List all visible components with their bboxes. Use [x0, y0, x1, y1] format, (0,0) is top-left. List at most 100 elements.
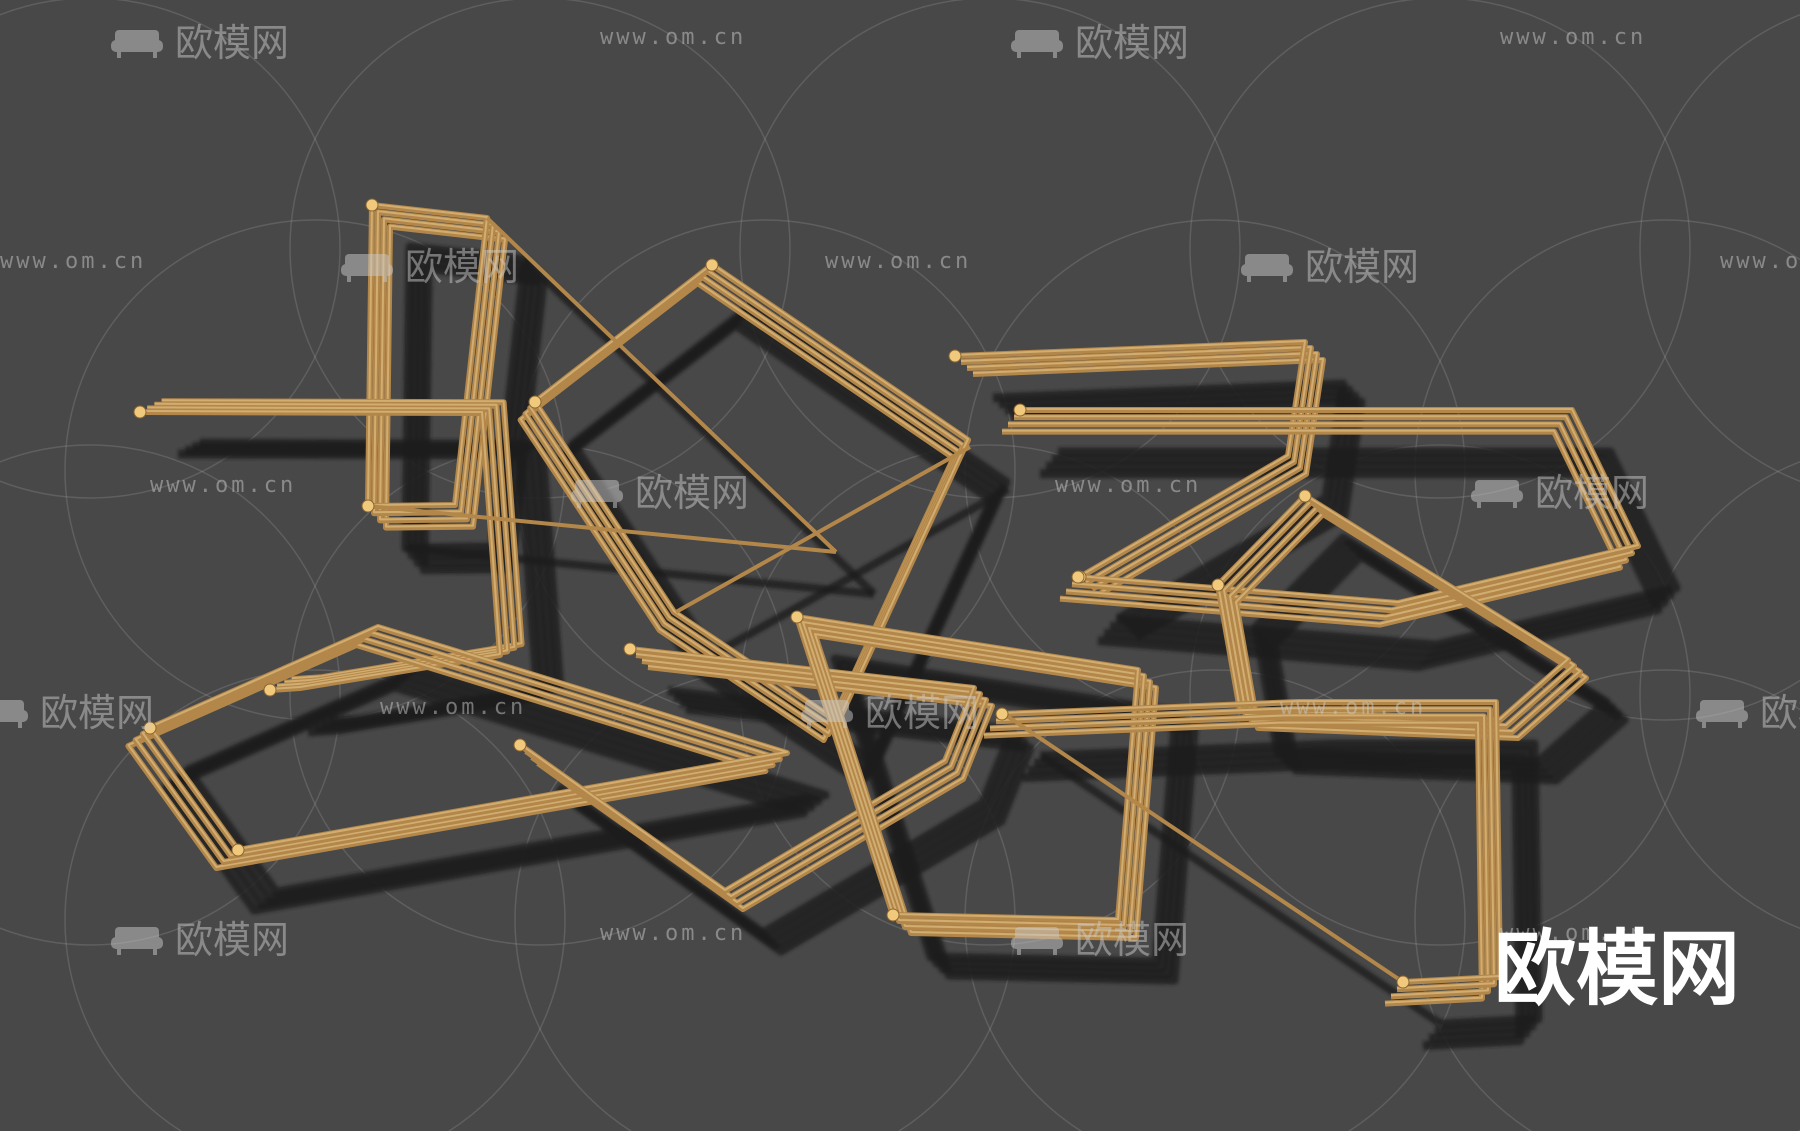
brass-rod [367, 504, 837, 554]
rod-highlight [379, 217, 500, 521]
watermark-url: www.om.cn [600, 25, 746, 50]
rod-end-cap [995, 707, 1009, 721]
rod-end-cap [1071, 570, 1085, 584]
rod-shadow [1039, 739, 1543, 1029]
sofa-icon [1696, 700, 1748, 728]
rod-highlight [1014, 415, 1633, 611]
rod-highlight [989, 714, 1489, 997]
watermark-brand: 欧模网 [1535, 471, 1649, 515]
watermark-brand: 欧模网 [1305, 245, 1419, 289]
rod-highlight [954, 340, 1306, 577]
rod-highlight [1002, 429, 1621, 625]
watermark-url: www.om.cn [1720, 249, 1800, 274]
rod-shadow [1058, 447, 1681, 650]
rod-end-cap [1013, 403, 1027, 417]
watermark-url: www.om.cn [825, 249, 971, 274]
watermark-brand: 欧模网 [175, 21, 289, 65]
rod-shadow [1027, 753, 1531, 1043]
rod-end-cap [623, 642, 637, 656]
rod-shadow [998, 385, 1354, 629]
sofa-icon [1011, 30, 1063, 58]
rod-end-caps [133, 198, 1410, 989]
watermark-circle [1189, 444, 1691, 946]
rod-end-cap [513, 738, 527, 752]
rod-highlight [1008, 422, 1627, 618]
rod-highlight [808, 627, 1151, 932]
rod-highlight [519, 647, 975, 891]
rod-shadow [1021, 761, 1525, 1051]
rod-end-cap [1396, 975, 1410, 989]
rod-shadow [522, 257, 877, 597]
rod-highlight [385, 224, 506, 528]
rod-highlight [802, 621, 1145, 926]
watermark-circle [1639, 460, 1800, 930]
watermark-url: www.om.cn [1055, 473, 1201, 498]
watermark-url: www.om.cn [0, 249, 146, 274]
sofa-icon [341, 254, 393, 282]
sofa-icon [111, 927, 163, 955]
watermark-url: www.om.cn [1500, 25, 1646, 50]
rod-shadow [1052, 454, 1675, 657]
watermark-brand: 欧模网 [175, 918, 289, 962]
rod-highlight [960, 346, 1312, 583]
rod-shadow [1269, 551, 1629, 785]
watermark-brand: 欧模网 [1760, 691, 1800, 735]
brass-rod [675, 445, 971, 614]
rod-shadow [1046, 461, 1669, 664]
rod-highlight [1001, 700, 1501, 982]
rod-end-cap [1211, 578, 1225, 592]
watermark-brand: 欧模网 [635, 471, 749, 515]
watermark-circle [0, 0, 341, 499]
watermark-circle [1639, 13, 1800, 483]
brass-rod [485, 216, 838, 554]
watermark-brand: 欧模网 [40, 691, 154, 735]
rod-highlight [983, 721, 1483, 1004]
rod-end-cap [365, 198, 379, 212]
sofa-icon [571, 480, 623, 508]
rod-shadow [712, 485, 1010, 658]
sofa-icon [1011, 927, 1063, 955]
rod-end-cap [528, 395, 542, 409]
watermark-brand: 欧模网 [865, 691, 979, 735]
watermark-circle [1189, 0, 1691, 499]
watermark-brand: 欧模网 [1075, 21, 1189, 65]
watermark-url: www.om.cn [1500, 921, 1646, 946]
rod-end-cap [1298, 489, 1312, 503]
rod-end-cap [705, 258, 719, 272]
rod-end-cap [231, 843, 245, 857]
sofa-icon [111, 30, 163, 58]
rod-highlight [161, 399, 523, 680]
rod-highlight [1020, 408, 1639, 603]
watermark-circle [1414, 669, 1800, 1131]
rod-highlight [149, 625, 788, 850]
rod-end-cap [133, 405, 147, 419]
watermark-layer: 欧模网欧模网欧模网欧模网欧模网欧模网欧模网欧模网欧模网欧模网欧模网www.om.… [0, 21, 1800, 962]
watermark-brand: 欧模网 [405, 245, 519, 289]
rod-highlight [147, 406, 509, 687]
rod-highlight [154, 402, 516, 683]
rod-end-cap [361, 499, 375, 513]
watermark-circle [0, 444, 341, 946]
rod-shadow [1040, 469, 1663, 672]
brass-rod [1002, 712, 1405, 984]
watermark-url: www.om.cn [380, 695, 526, 720]
rod-highlight [814, 633, 1157, 938]
rod-shadow [992, 379, 1348, 623]
sofa-icon [801, 700, 853, 728]
watermark-url: www.om.cn [1280, 695, 1426, 720]
rod-shadow [1039, 752, 1444, 1028]
watermark-circle [64, 669, 566, 1131]
rod-end-cap [886, 908, 900, 922]
rod-highlight [139, 410, 501, 690]
watermark-brand: 欧模网 [1075, 918, 1189, 962]
sofa-icon [1241, 254, 1293, 282]
sculpture-rods [125, 202, 1641, 1007]
rod-end-cap [948, 349, 962, 363]
rod-shadow [573, 704, 1035, 956]
rod-shadow [199, 438, 565, 726]
watermark-url: www.om.cn [150, 473, 296, 498]
sofa-icon [0, 700, 28, 728]
sofa-icon [1471, 480, 1523, 508]
